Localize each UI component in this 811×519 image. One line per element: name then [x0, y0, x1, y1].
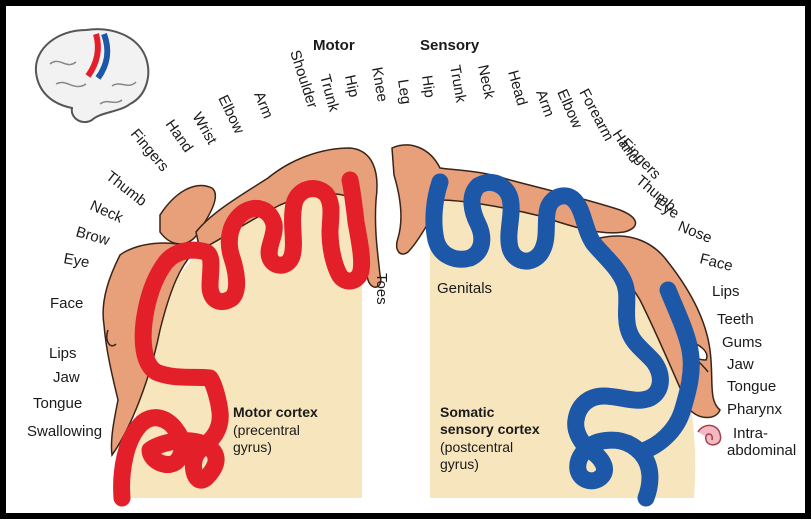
motor-label-brow: Brow [74, 224, 112, 250]
motor-label-toes: Toes [373, 273, 390, 305]
motor-label-hand: Hand [162, 117, 196, 156]
sensory-cortex-line1: (postcentral [440, 439, 513, 455]
sensory-label-hip: Hip [418, 74, 438, 99]
sensory-label-teeth: Teeth [717, 311, 754, 328]
sensory-label-arm: Arm [532, 88, 557, 120]
motor-label-neck: Neck [87, 197, 126, 227]
motor-cortex-title: Motor cortex [233, 404, 318, 420]
motor-label-swallowing: Swallowing [27, 423, 102, 440]
sensory-label-tongue: Tongue [727, 378, 776, 395]
sensory-label-head: Head [504, 68, 530, 107]
sensory-cortex-title2: sensory cortex [440, 421, 540, 437]
sensory-cortex-line2: gyrus) [440, 456, 479, 472]
sensory-label-jaw: Jaw [727, 356, 754, 373]
sensory-label-gums: Gums [722, 334, 762, 351]
sensory-label-genitals: Genitals [437, 280, 492, 297]
motor-label-trunk: Trunk [316, 73, 342, 114]
motor-label-hip: Hip [341, 73, 362, 99]
sensory-label-face: Face [698, 250, 734, 275]
motor-label-knee: Knee [368, 66, 391, 103]
motor-header: Motor [313, 37, 355, 54]
motor-cortex-line1: (precentral [233, 422, 300, 438]
sensory-label-lips: Lips [712, 283, 740, 300]
sensory-label-intra-1: Intra- [733, 425, 768, 442]
intestine-icon [698, 425, 721, 444]
sensory-label-intra-2: abdominal [727, 442, 796, 459]
motor-label-lips: Lips [49, 345, 77, 362]
motor-label-fingers: Fingers [127, 126, 172, 175]
sensory-header: Sensory [420, 37, 480, 54]
motor-label-tongue: Tongue [33, 395, 82, 412]
motor-label-elbow: Elbow [214, 92, 247, 136]
motor-label-jaw: Jaw [53, 369, 80, 386]
motor-label-eye: Eye [62, 250, 90, 271]
sensory-label-trunk: Trunk [446, 64, 469, 105]
sensory-label-pharynx: Pharynx [727, 401, 783, 418]
motor-label-face: Face [50, 295, 83, 312]
brain-thumbnail-icon [36, 29, 148, 122]
motor-cortex-line2: gyrus) [233, 439, 272, 455]
motor-label-arm: Arm [250, 89, 276, 121]
motor-label-shoulder: Shoulder [286, 48, 321, 110]
sensory-label-leg: Leg [394, 78, 414, 105]
sensory-cortex-title1: Somatic [440, 404, 495, 420]
sensory-label-neck: Neck [474, 63, 498, 100]
sensory-label-nose: Nose [676, 218, 715, 247]
